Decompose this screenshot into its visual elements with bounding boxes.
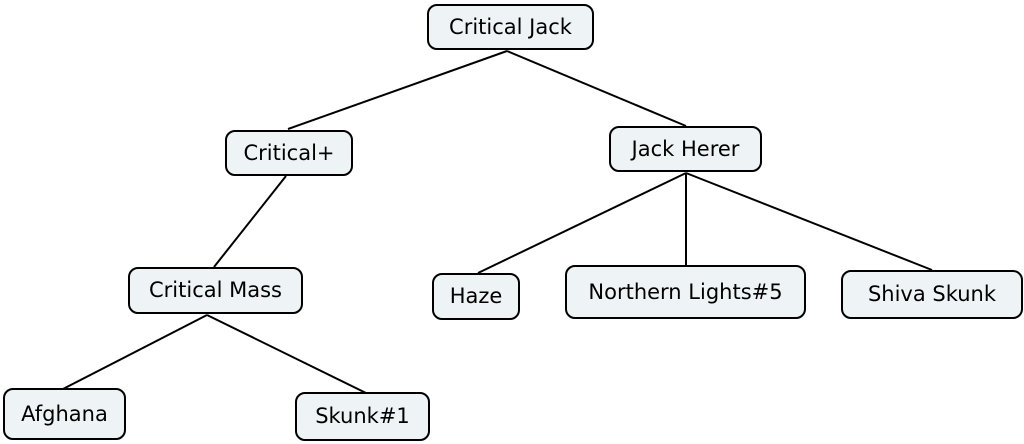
node-critical-mass: Critical Mass — [128, 267, 303, 314]
node-jack-herer: Jack Herer — [609, 126, 762, 172]
edge-critical-mass-to-afghana — [62, 314, 208, 390]
edge-jack-herer-to-shiva-skunk — [685, 172, 933, 271]
node-skunk-1: Skunk#1 — [295, 392, 430, 441]
node-afghana: Afghana — [3, 388, 126, 440]
node-critical-jack: Critical Jack — [427, 4, 594, 50]
node-haze: Haze — [432, 273, 520, 320]
edge-critical-plus-to-critical-mass — [213, 175, 287, 268]
edge-jack-herer-to-haze — [477, 172, 687, 274]
edge-critical-jack-to-critical-plus — [287, 50, 508, 130]
node-critical-plus: Critical+ — [225, 130, 353, 176]
node-northern-lights-5: Northern Lights#5 — [565, 265, 806, 319]
edge-critical-mass-to-skunk-1 — [206, 314, 367, 394]
edge-critical-jack-to-jack-herer — [506, 50, 687, 127]
node-shiva-skunk: Shiva Skunk — [841, 270, 1023, 319]
